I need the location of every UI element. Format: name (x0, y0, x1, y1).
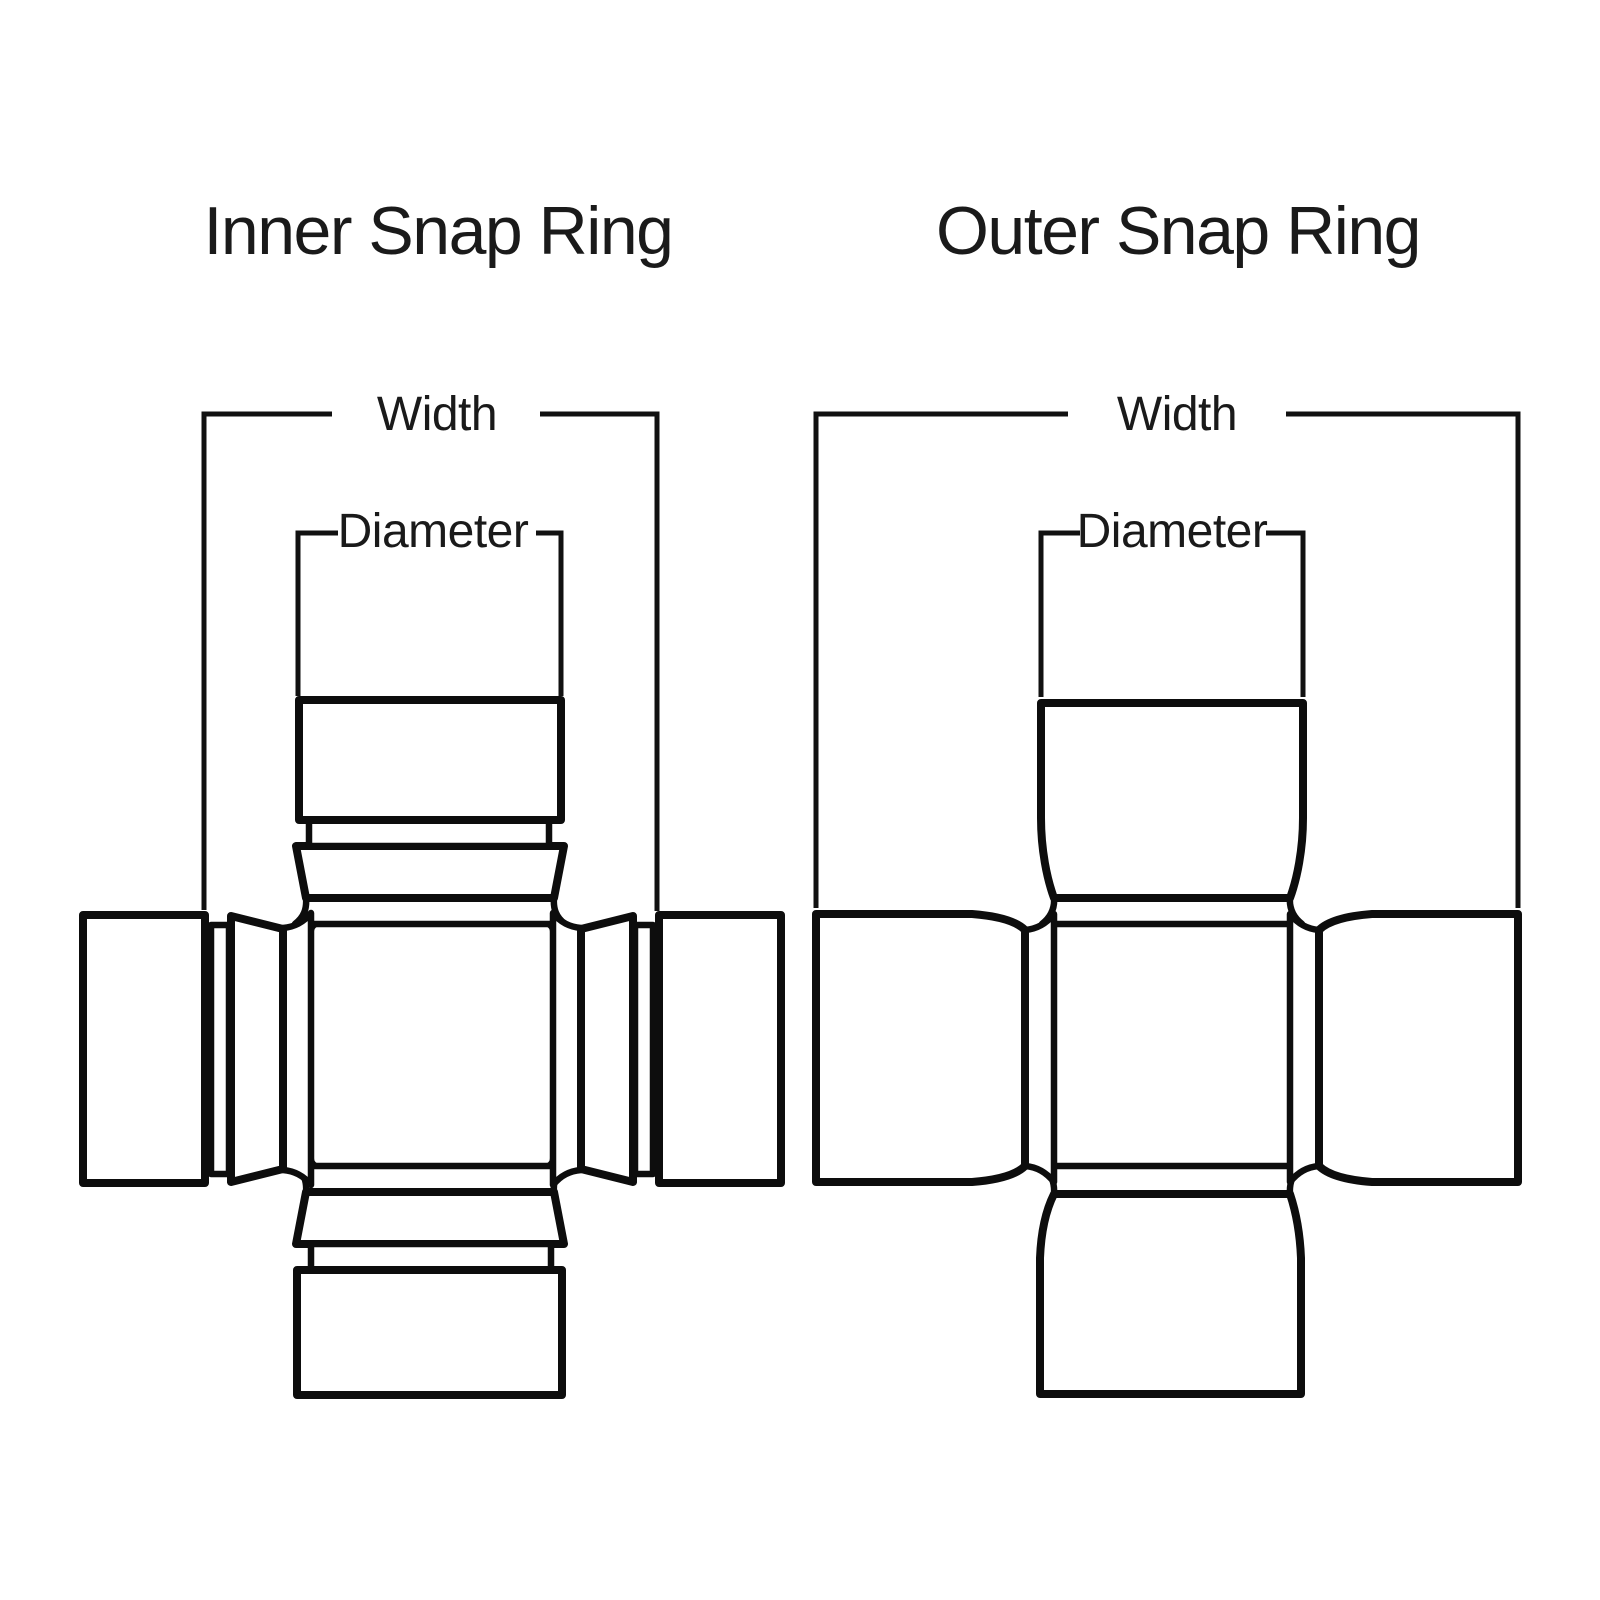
outer-width-bracket-right (1286, 411, 1521, 908)
outer-bottom-bearing-cap (1036, 1190, 1305, 1398)
outer-left-arm (812, 910, 1058, 1186)
outer-diagram-title: Outer Snap Ring (936, 193, 1420, 269)
outer-bottom-arm (1036, 1162, 1306, 1398)
inner-top-retainer (292, 842, 568, 902)
inner-width-bracket: Width (201, 388, 660, 911)
inner-width-bracket-left (201, 411, 332, 910)
outer-width-bracket-left (813, 411, 1068, 908)
inner-bottom-bearing-cap (293, 1266, 566, 1399)
outer-right-lip (1286, 910, 1323, 1186)
inner-diagram-title: Inner Snap Ring (204, 193, 673, 269)
inner-width-label: Width (377, 388, 497, 441)
outer-diameter-label: Diameter (1077, 505, 1268, 558)
outer-right-arm (1286, 910, 1522, 1186)
inner-left-lip (279, 909, 315, 1189)
inner-diameter-bracket-left (295, 530, 338, 696)
inner-right-arm (549, 909, 785, 1189)
inner-width-bracket-right (540, 411, 660, 911)
inner-top-arm (291, 696, 569, 928)
outer-diameter-bracket-left (1038, 530, 1080, 697)
inner-diameter-label: Diameter (338, 505, 529, 558)
inner-bottom-retainer (292, 1188, 568, 1248)
inner-bottom-arm (291, 1162, 569, 1399)
inner-right-lip (549, 909, 585, 1189)
outer-diameter-bracket: Diameter (1038, 505, 1306, 697)
inner-diameter-bracket-right (536, 530, 564, 696)
inner-left-snap-ring-groove (207, 921, 233, 1178)
outer-left-bearing-cap (812, 910, 1029, 1186)
outer-left-lip (1021, 910, 1058, 1186)
outer-snap-ring-diagram: Outer Snap Ring Width Diameter (812, 193, 1522, 1398)
inner-left-arm (79, 909, 315, 1189)
outer-width-label: Width (1117, 388, 1237, 441)
outer-diameter-bracket-right (1266, 530, 1306, 697)
outer-center-body (1046, 918, 1298, 1172)
outer-right-bearing-cap (1315, 910, 1522, 1186)
inner-left-bearing-cap (79, 911, 209, 1187)
outer-width-bracket: Width (813, 388, 1521, 908)
outer-top-arm (1037, 699, 1307, 928)
inner-top-bearing-cap (295, 696, 565, 824)
inner-right-bearing-cap (655, 911, 785, 1187)
inner-right-snap-ring-groove (631, 921, 657, 1178)
inner-left-retainer (227, 912, 287, 1186)
inner-diameter-bracket: Diameter (295, 505, 564, 696)
inner-right-retainer (577, 912, 637, 1186)
inner-snap-ring-diagram: Inner Snap Ring Width Diameter (79, 193, 785, 1399)
inner-center-body (306, 918, 558, 1172)
outer-top-bearing-cap (1037, 699, 1307, 902)
